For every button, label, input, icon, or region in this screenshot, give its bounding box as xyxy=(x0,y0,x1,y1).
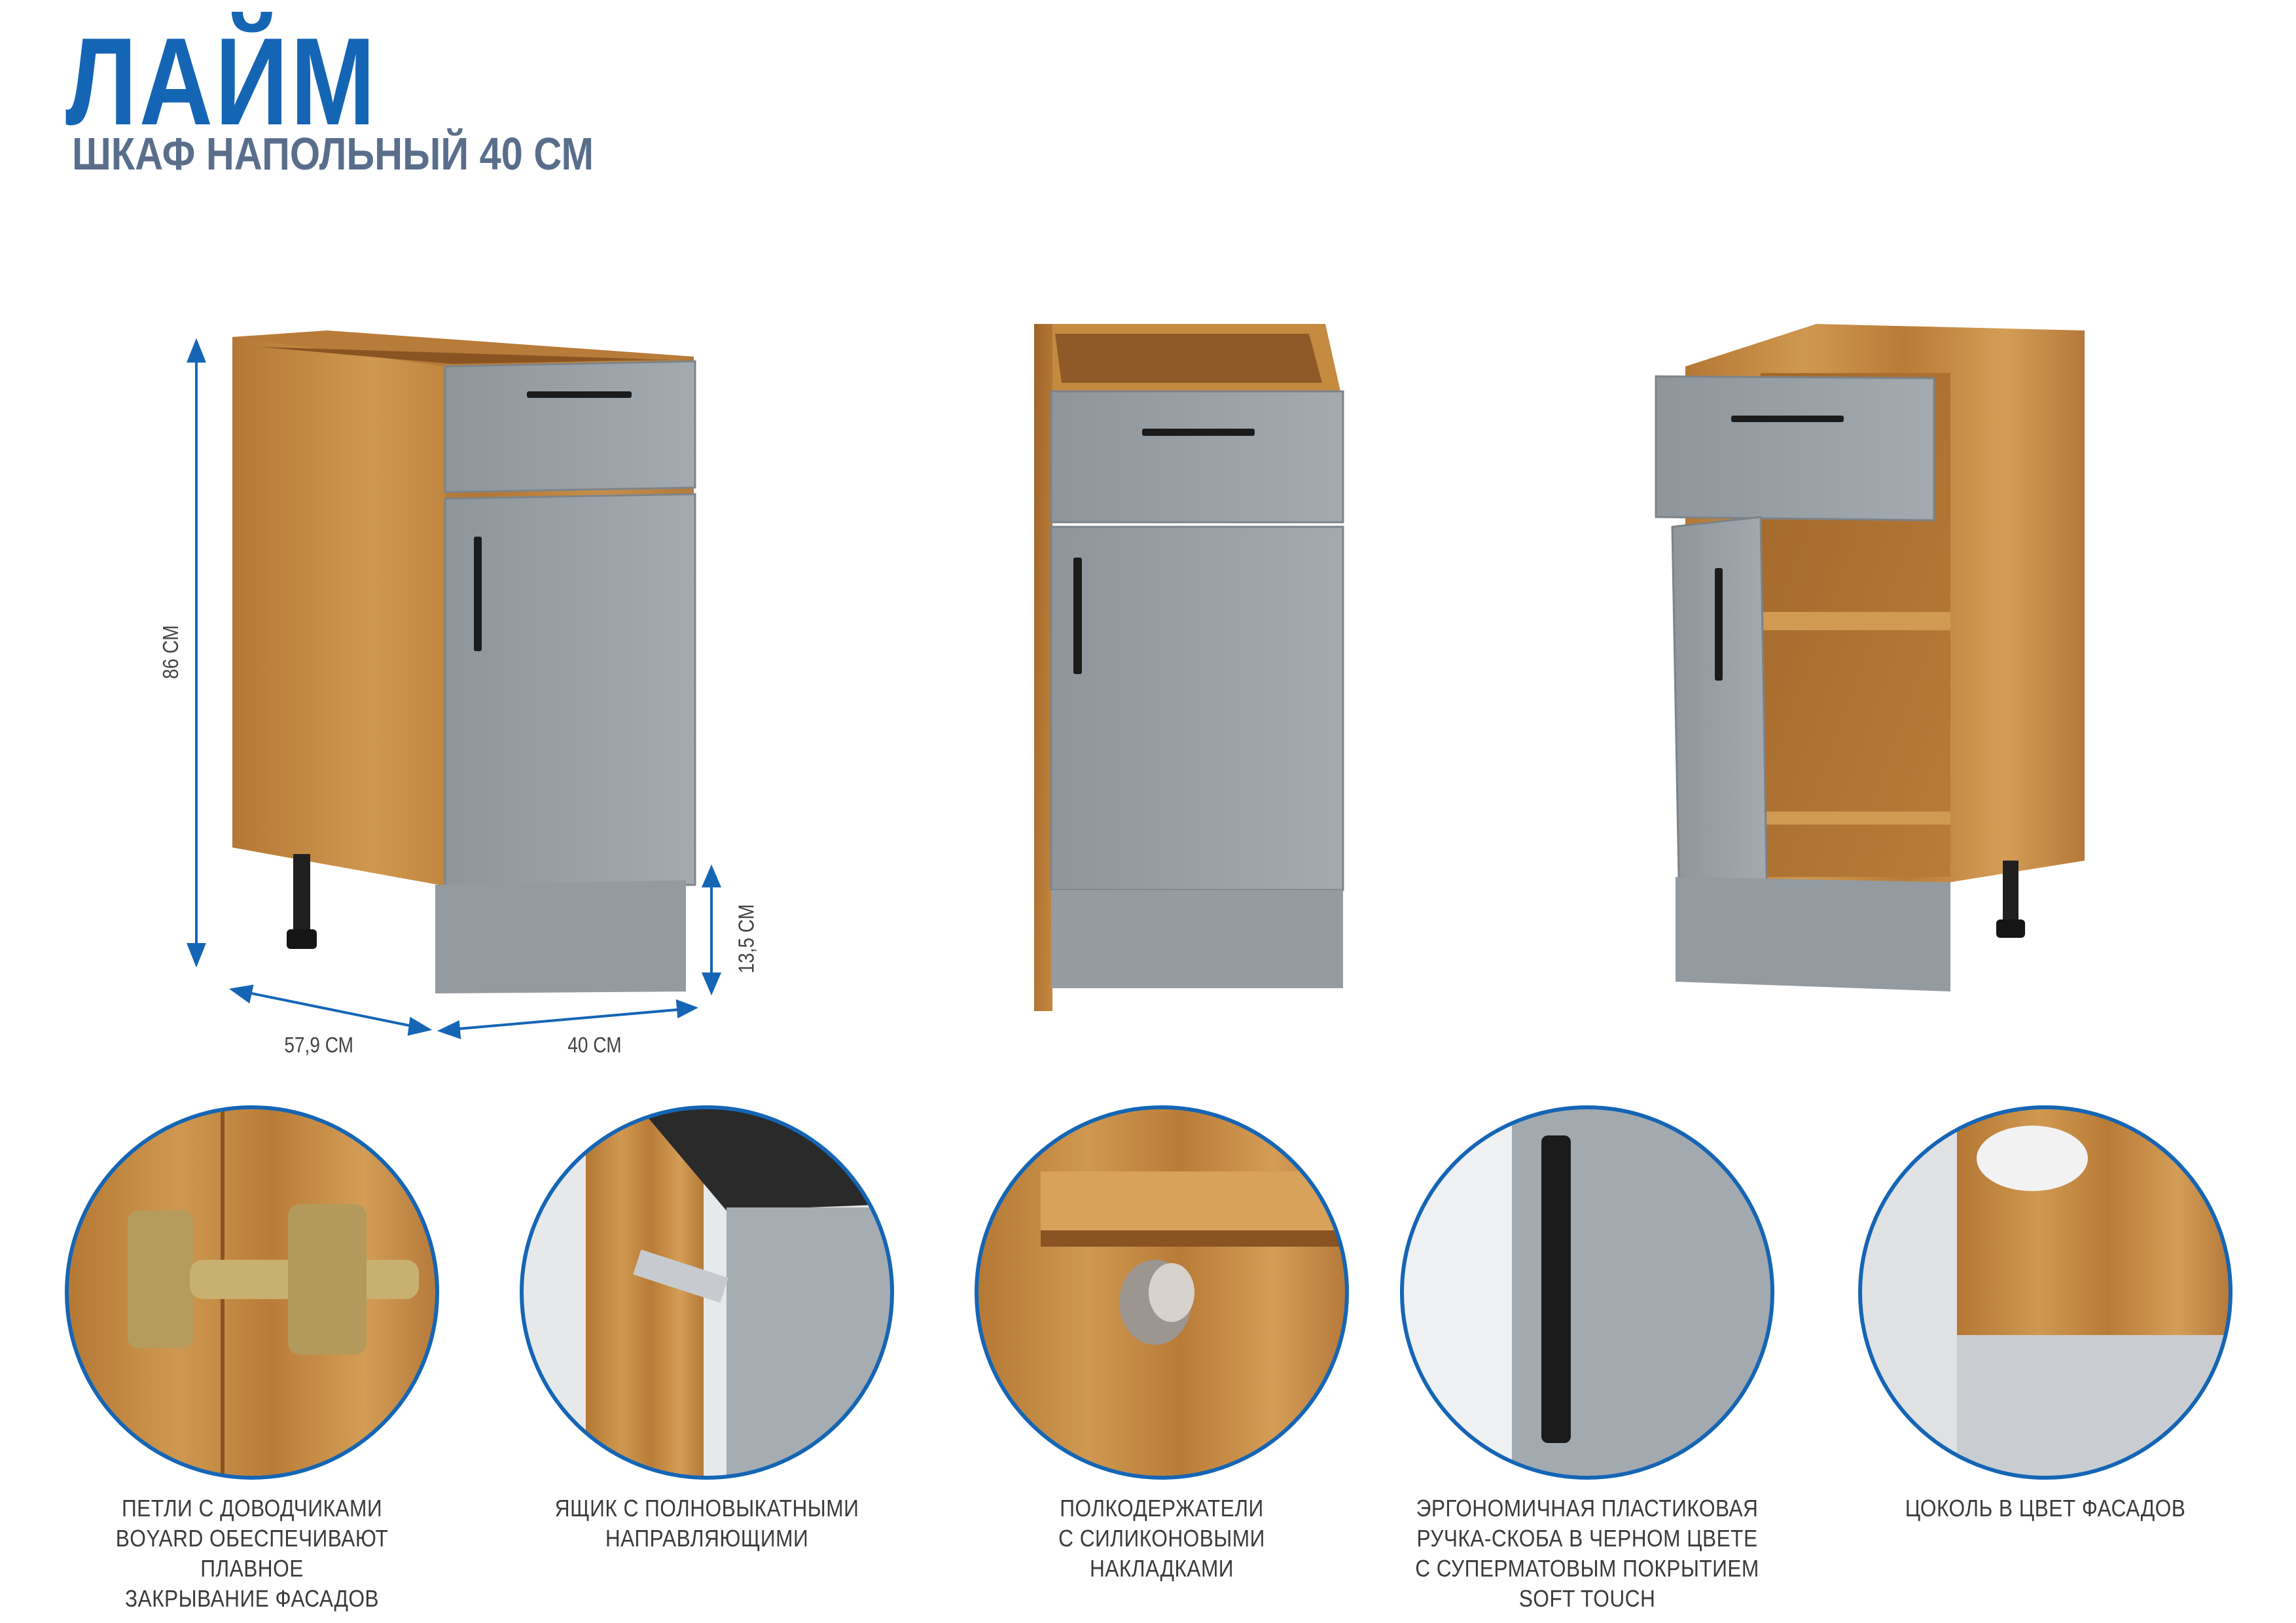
plinth-circle-frame xyxy=(1858,1105,2233,1480)
shelf-support-circle-frame xyxy=(975,1105,1349,1480)
feature-caption-plinth: ЦОКОЛЬ В ЦВЕТ ФАСАДОВ xyxy=(1905,1495,2186,1522)
hinge-circle-frame xyxy=(65,1105,439,1480)
cabinet-front-view xyxy=(1034,324,1344,1011)
feature-caption-drawer: ЯЩИК С ПОЛНОВЫКАТНЫМИ НАПРАВЛЯЮЩИМИ xyxy=(554,1495,859,1552)
page-title: ЛАЙМ xyxy=(65,12,378,151)
feature-caption-handle: ЭРГОНОМИЧНАЯ ПЛАСТИКОВАЯ РУЧКА-СКОБА В Ч… xyxy=(1415,1495,1759,1612)
detail-shelf-support xyxy=(977,1107,1347,1478)
dimension-height: 86 СМ xyxy=(158,625,183,679)
detail-hinge xyxy=(67,1107,437,1478)
page-subtitle: ШКАФ НАПОЛЬНЫЙ 40 СМ xyxy=(72,128,594,179)
handle-circle-frame xyxy=(1400,1105,1774,1480)
cabinet-angled-view xyxy=(232,330,696,993)
dimension-depth: 57,9 СМ xyxy=(284,1033,354,1057)
dimension-lines xyxy=(187,338,722,1039)
detail-plinth xyxy=(1860,1107,2231,1478)
cabinet-open-view xyxy=(1655,324,2085,991)
drawer-circle-frame xyxy=(520,1105,894,1480)
feature-caption-shelf-supports: ПОЛКОДЕРЖАТЕЛИ С СИЛИКОНОВЫМИ НАКЛАДКАМИ xyxy=(1058,1495,1265,1582)
feature-caption-hinges: ПЕТЛИ С ДОВОДЧИКАМИ BOYARD ОБЕСПЕЧИВАЮТ … xyxy=(115,1495,389,1612)
dimension-width: 40 СМ xyxy=(567,1033,622,1057)
detail-drawer-runners xyxy=(522,1107,892,1478)
dimension-plinth: 13,5 СМ xyxy=(734,904,759,974)
